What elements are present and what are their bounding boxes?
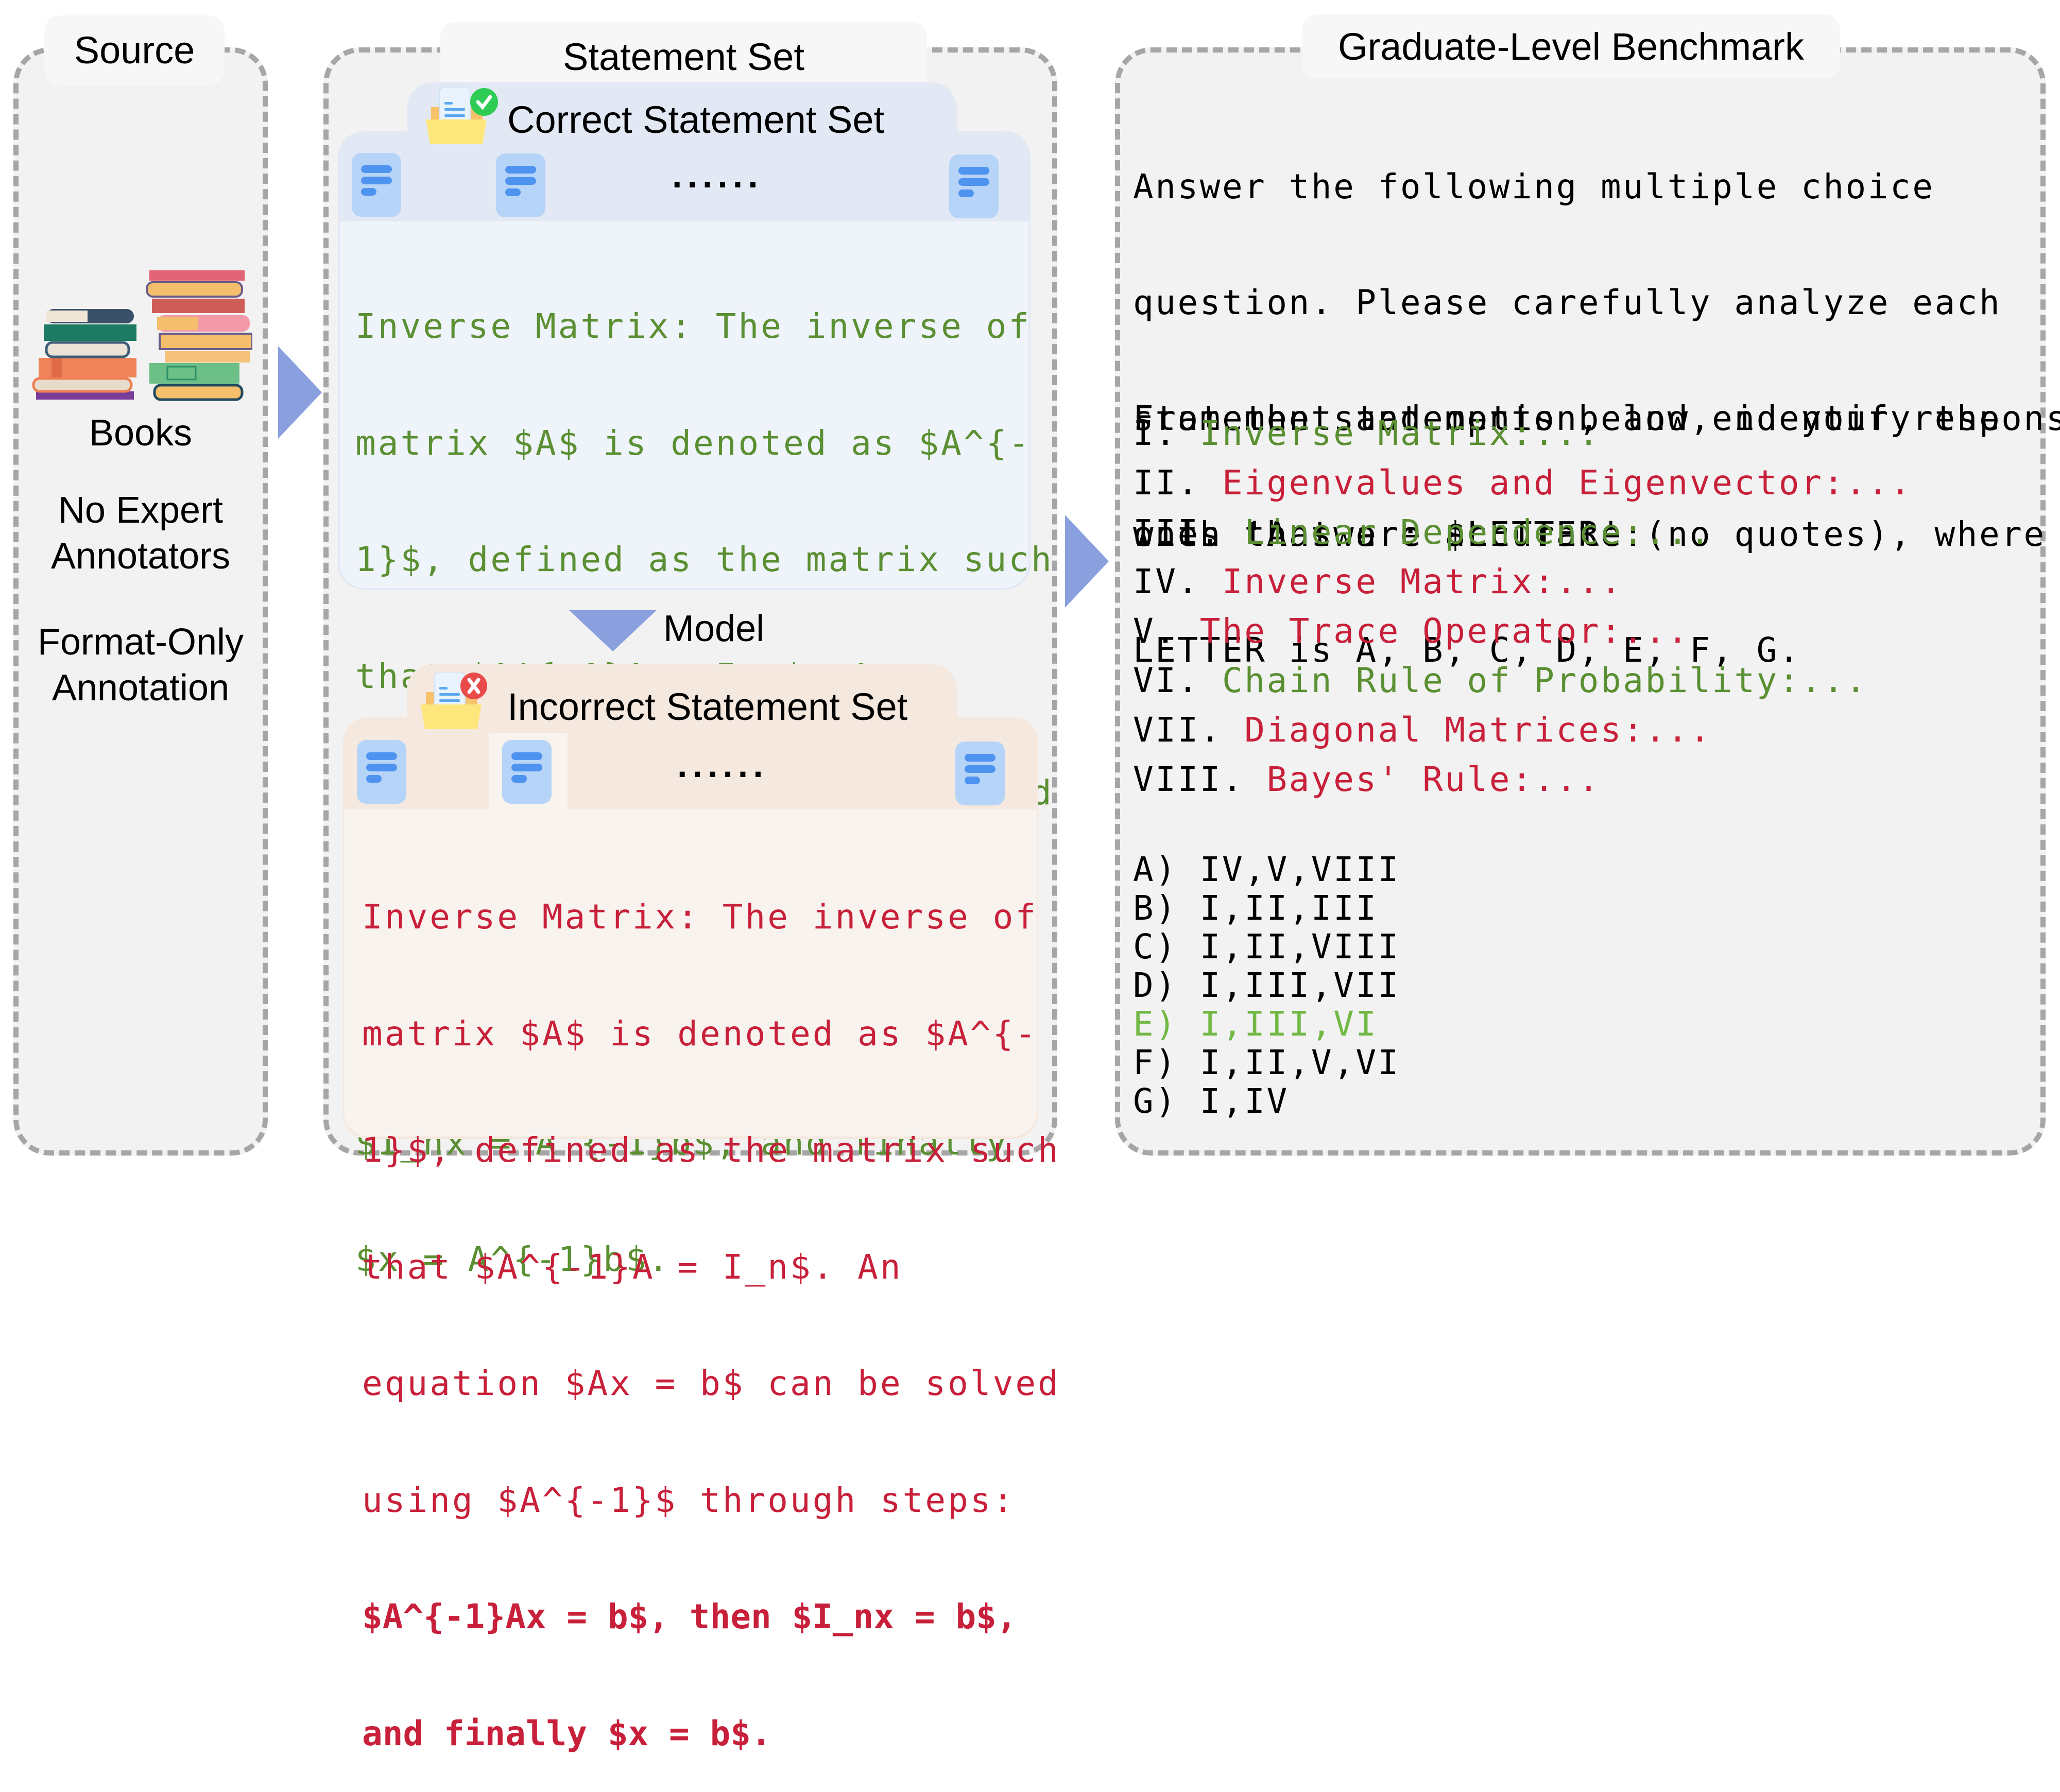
statement-line: Inverse Matrix: The inverse of xyxy=(355,306,1032,346)
error-line: $A^{-1}Ax = b$, then $I_nx = b$, xyxy=(362,1597,1017,1636)
document-icon xyxy=(496,153,545,217)
option-e-correct-answer: E) I,III,VI xyxy=(1133,1004,1378,1044)
statement-item: V. The Trace Operator:... xyxy=(1133,611,1690,651)
arrow-down-icon xyxy=(569,610,657,651)
statement-item: VI. Chain Rule of Probability:... xyxy=(1133,661,1868,700)
statement-item: VII. Diagonal Matrices:... xyxy=(1133,710,1712,750)
statement-numeral: IV. xyxy=(1133,562,1200,601)
benchmark-title: Graduate-Level Benchmark xyxy=(1302,14,1840,79)
statement-title: Diagonal Matrices:... xyxy=(1244,710,1712,750)
option-a: A) IV,V,VIII xyxy=(1133,850,1400,889)
correct-set-text-area xyxy=(340,221,1028,588)
option-b: B) I,II,III xyxy=(1133,888,1378,928)
instruction-line: question. Please carefully analyze each xyxy=(1133,283,2002,322)
statement-set-title: Statement Set xyxy=(440,22,927,93)
folder-check-icon xyxy=(425,87,502,144)
statement-line: using $A^{-1}$ through steps: xyxy=(362,1480,1016,1520)
statement-line: equation $Ax = b$ can be solved xyxy=(362,1364,1060,1403)
instruction-line: Answer the following multiple choice xyxy=(1133,167,1935,206)
incorrect-statement-text: Inverse Matrix: The inverse of matrix $A… xyxy=(362,820,1060,1792)
books-label: Books xyxy=(89,412,193,454)
statement-line: Inverse Matrix: The inverse of xyxy=(362,897,1038,937)
source-title: Source xyxy=(44,15,225,85)
more-documents-ellipsis: ...... xyxy=(672,155,763,195)
document-icon xyxy=(955,742,1005,805)
statement-numeral: III. xyxy=(1133,512,1222,552)
books-icon xyxy=(31,252,253,407)
arrow-right-icon xyxy=(1065,515,1109,608)
correct-set-title: Correct Statement Set xyxy=(507,98,885,141)
statement-title: Linear Dependence:... xyxy=(1244,512,1712,552)
more-documents-ellipsis: ...... xyxy=(677,745,768,785)
statement-line: 1}$, defined as the matrix such xyxy=(362,1130,1060,1170)
statement-item: III. Linear Dependence:... xyxy=(1133,512,1712,552)
option-g: G) I,IV xyxy=(1133,1081,1289,1121)
model-label: Model xyxy=(663,608,765,649)
statement-numeral: VI. xyxy=(1133,661,1200,700)
prompt-line: ones that are accurate: xyxy=(1133,514,1645,554)
document-icon xyxy=(357,740,406,804)
statement-item: I. Inverse Matrix:... xyxy=(1133,413,1601,453)
statement-numeral: II. xyxy=(1133,463,1200,503)
document-icon xyxy=(352,153,401,217)
statement-title: Eigenvalues and Eigenvector:... xyxy=(1222,463,1913,503)
error-line: and finally $x = b$. xyxy=(362,1713,771,1753)
statement-line: matrix $A$ is denoted as $A^{- xyxy=(355,423,1032,463)
no-expert-annotators-line2: Annotators xyxy=(50,536,231,577)
statement-title: Inverse Matrix:... xyxy=(1222,562,1623,601)
instruction-line: LETTER is A, B, C, D, E, F, G. xyxy=(1133,630,1801,670)
statement-numeral: VII. xyxy=(1133,710,1222,750)
statement-title: The Trace Operator:... xyxy=(1199,611,1690,651)
source-panel xyxy=(13,47,268,1156)
instruction-text: Answer the following multiple choice que… xyxy=(1133,90,2060,708)
statement-line: matrix $A$ is denoted as $A^{- xyxy=(362,1013,1038,1054)
statement-title: Bayes' Rule:... xyxy=(1266,760,1601,799)
no-expert-annotators-line1: No Expert xyxy=(58,490,224,531)
option-c: C) I,II,VIII xyxy=(1133,927,1400,967)
statement-line: that $A^{-1}A = I_n$. An xyxy=(362,1247,903,1287)
statement-item: IV. Inverse Matrix:... xyxy=(1133,562,1623,601)
format-only-annotation-line1: Format-Only xyxy=(37,622,244,663)
statement-numeral: I. xyxy=(1133,413,1178,453)
arrow-right-icon xyxy=(278,346,322,439)
instruction-line: statement and option, and end your respo… xyxy=(1133,399,2060,438)
prompt-text: From the statements below, identify the … xyxy=(1133,322,2001,592)
folder-x-icon xyxy=(420,672,497,729)
statement-item: II. Eigenvalues and Eigenvector:... xyxy=(1133,463,1912,503)
incorrect-set-text-area xyxy=(344,809,1037,1136)
correct-set-tab xyxy=(407,82,957,139)
instruction-line: with 'Answer: $LETTER' (no quotes), wher… xyxy=(1133,514,2046,554)
format-only-annotation-line2: Annotation xyxy=(52,667,230,709)
incorrect-set-title: Incorrect Statement Set xyxy=(507,685,908,728)
statement-title: Chain Rule of Probability:... xyxy=(1222,661,1868,700)
statement-title: Inverse Matrix:... xyxy=(1199,413,1601,453)
option-d: D) I,III,VII xyxy=(1133,966,1400,1005)
statement-numeral: V. xyxy=(1133,611,1178,651)
prompt-line: From the statements below, identify the xyxy=(1133,399,2002,438)
statement-line: 1}$, defined as the matrix such xyxy=(355,540,1054,579)
incorrect-set-tab xyxy=(407,664,957,721)
statement-item: VIII. Bayes' Rule:... xyxy=(1133,760,1601,799)
statement-numeral: VIII. xyxy=(1133,760,1245,799)
option-f: F) I,II,V,VI xyxy=(1133,1043,1400,1082)
document-icon xyxy=(502,740,552,804)
document-icon xyxy=(949,154,999,218)
